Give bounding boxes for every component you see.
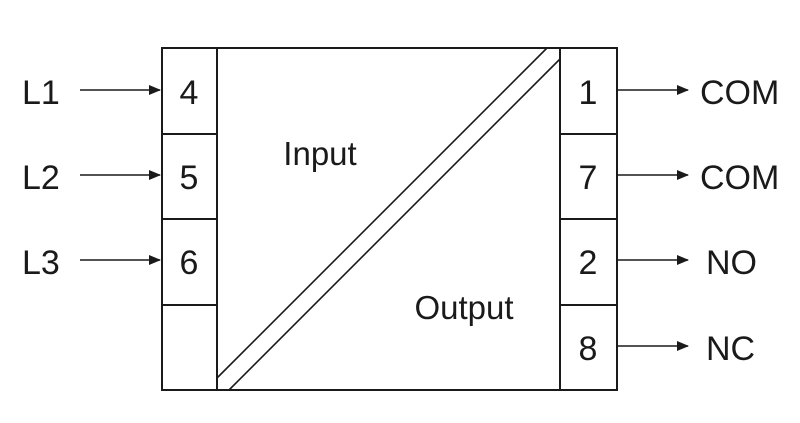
- output-signal-no: 2 NO: [579, 244, 757, 282]
- pin-number: 6: [180, 244, 199, 282]
- signal-label: L1: [22, 74, 60, 112]
- output-signal-com-1: 1 COM: [579, 74, 780, 112]
- signal-label: COM: [700, 159, 779, 197]
- input-terminal-block: [162, 48, 218, 390]
- output-terminal-block: [559, 48, 617, 390]
- input-region-label: Input: [283, 135, 356, 172]
- output-region-label: Output: [414, 289, 513, 326]
- pin-number: 2: [579, 244, 598, 282]
- output-signal-nc: 8 NC: [579, 330, 756, 368]
- pin-number: 1: [579, 74, 598, 112]
- pin-number: 4: [180, 74, 199, 112]
- signal-label: NC: [706, 330, 755, 368]
- input-output-separator: [216, 47, 561, 391]
- input-signal-l2: L2 5: [22, 159, 198, 197]
- signal-label: L3: [22, 244, 60, 282]
- device-body: [161, 47, 618, 391]
- output-signal-com-7: 7 COM: [579, 159, 780, 197]
- signal-label: COM: [700, 74, 779, 112]
- input-signal-l3: L3 6: [22, 244, 198, 282]
- pin-number: 7: [579, 159, 598, 197]
- pin-number: 8: [579, 330, 598, 368]
- pin-number: 5: [180, 159, 199, 197]
- input-signal-l1: L1 4: [22, 74, 198, 112]
- signal-label: L2: [22, 159, 60, 197]
- signal-label: NO: [706, 244, 757, 282]
